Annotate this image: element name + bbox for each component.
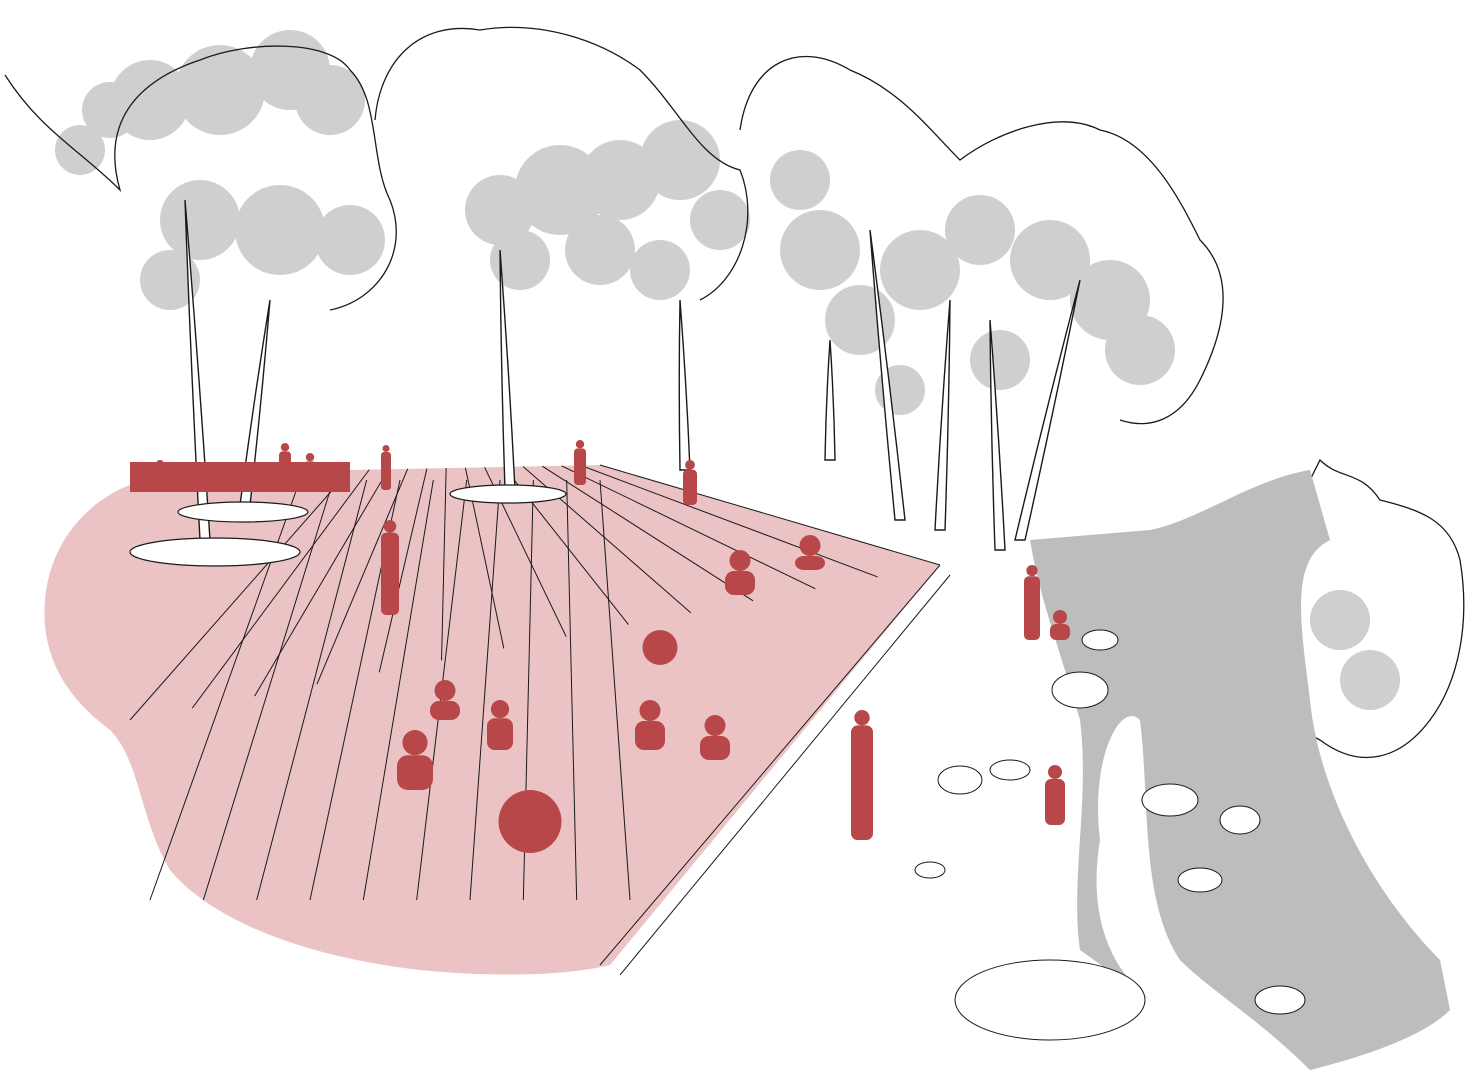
canopy-blob xyxy=(175,45,265,135)
person-figure xyxy=(1050,610,1070,640)
person-figure xyxy=(574,440,586,485)
tree-trunk xyxy=(499,249,516,491)
tree-trunk xyxy=(934,299,951,531)
rock xyxy=(1177,867,1223,893)
person-figure xyxy=(154,460,166,480)
paving-line xyxy=(254,468,389,697)
canopy-blob xyxy=(315,205,385,275)
paving-line xyxy=(566,479,578,901)
canopy-blob xyxy=(970,330,1030,390)
rock xyxy=(1081,629,1119,651)
canopy-blob xyxy=(1010,220,1090,300)
canopy-blob xyxy=(770,150,830,210)
person-figure xyxy=(279,443,291,465)
rock xyxy=(937,765,983,795)
tree-trunks xyxy=(184,199,1081,551)
paving-line xyxy=(542,465,754,602)
tree-trunk xyxy=(989,319,1006,551)
canopy-blob xyxy=(140,250,200,310)
tree-planters xyxy=(129,484,567,567)
canopy-blob xyxy=(640,120,720,200)
rock xyxy=(1051,671,1109,709)
person-figure xyxy=(635,700,665,750)
canopy-blob xyxy=(880,230,960,310)
person-figure xyxy=(381,445,391,490)
plaza-edge xyxy=(619,574,951,976)
canopy-blob xyxy=(780,210,860,290)
person-figure xyxy=(851,710,873,840)
person-figure xyxy=(397,730,433,790)
person-figure xyxy=(700,715,730,760)
rock xyxy=(1141,783,1199,817)
paving-line xyxy=(441,468,447,661)
canopy-blob xyxy=(630,240,690,300)
paving-line xyxy=(316,468,409,685)
person-figure xyxy=(1045,765,1065,825)
person-figure xyxy=(430,680,460,720)
paving-line xyxy=(378,468,428,673)
rock xyxy=(1254,985,1306,1015)
plaza-edge xyxy=(599,564,941,966)
paving-line xyxy=(561,465,816,590)
canopy-blob xyxy=(1340,650,1400,710)
person-figure xyxy=(725,550,755,595)
rock xyxy=(914,861,946,879)
paving-line xyxy=(191,469,370,709)
canopy-blob xyxy=(1105,315,1175,385)
canopy-blob xyxy=(55,125,105,175)
tree-trunk xyxy=(824,339,836,461)
paving-line xyxy=(256,479,368,901)
person-figure xyxy=(1024,565,1040,640)
canopy-blob xyxy=(565,215,635,285)
tree-trunk xyxy=(678,299,691,471)
canopy-blob xyxy=(490,230,550,290)
tree-trunk xyxy=(239,299,271,506)
person-figure xyxy=(683,460,697,505)
canopy-blob xyxy=(945,195,1015,265)
rock xyxy=(989,759,1031,781)
paving-line xyxy=(202,479,334,901)
person-figure xyxy=(487,700,513,750)
rocks xyxy=(914,629,1306,1041)
canopy-blob xyxy=(110,60,190,140)
canopy-blob xyxy=(295,65,365,135)
canopy-blob xyxy=(690,190,750,250)
paving-line xyxy=(580,464,878,578)
rock xyxy=(954,959,1146,1041)
paving-line xyxy=(599,479,631,901)
creek xyxy=(1030,470,1450,1070)
people-figures xyxy=(154,440,1070,853)
canopy-blob xyxy=(235,185,325,275)
tree-trunk xyxy=(869,229,906,521)
canopy-blob xyxy=(160,180,240,260)
tree-trunk xyxy=(184,199,211,541)
paving-line xyxy=(129,469,351,721)
person-figure xyxy=(304,453,316,475)
paving-line xyxy=(469,479,501,901)
paving-line xyxy=(362,479,434,901)
person-figure xyxy=(498,790,562,853)
person-figure xyxy=(642,630,678,665)
tree-trunk xyxy=(1014,279,1081,541)
rock xyxy=(1219,805,1261,835)
canopy-blob xyxy=(1310,590,1370,650)
person-figure xyxy=(795,535,825,570)
person-figure xyxy=(381,520,399,615)
paving-line xyxy=(599,464,941,566)
tree-canopies xyxy=(55,30,1400,710)
